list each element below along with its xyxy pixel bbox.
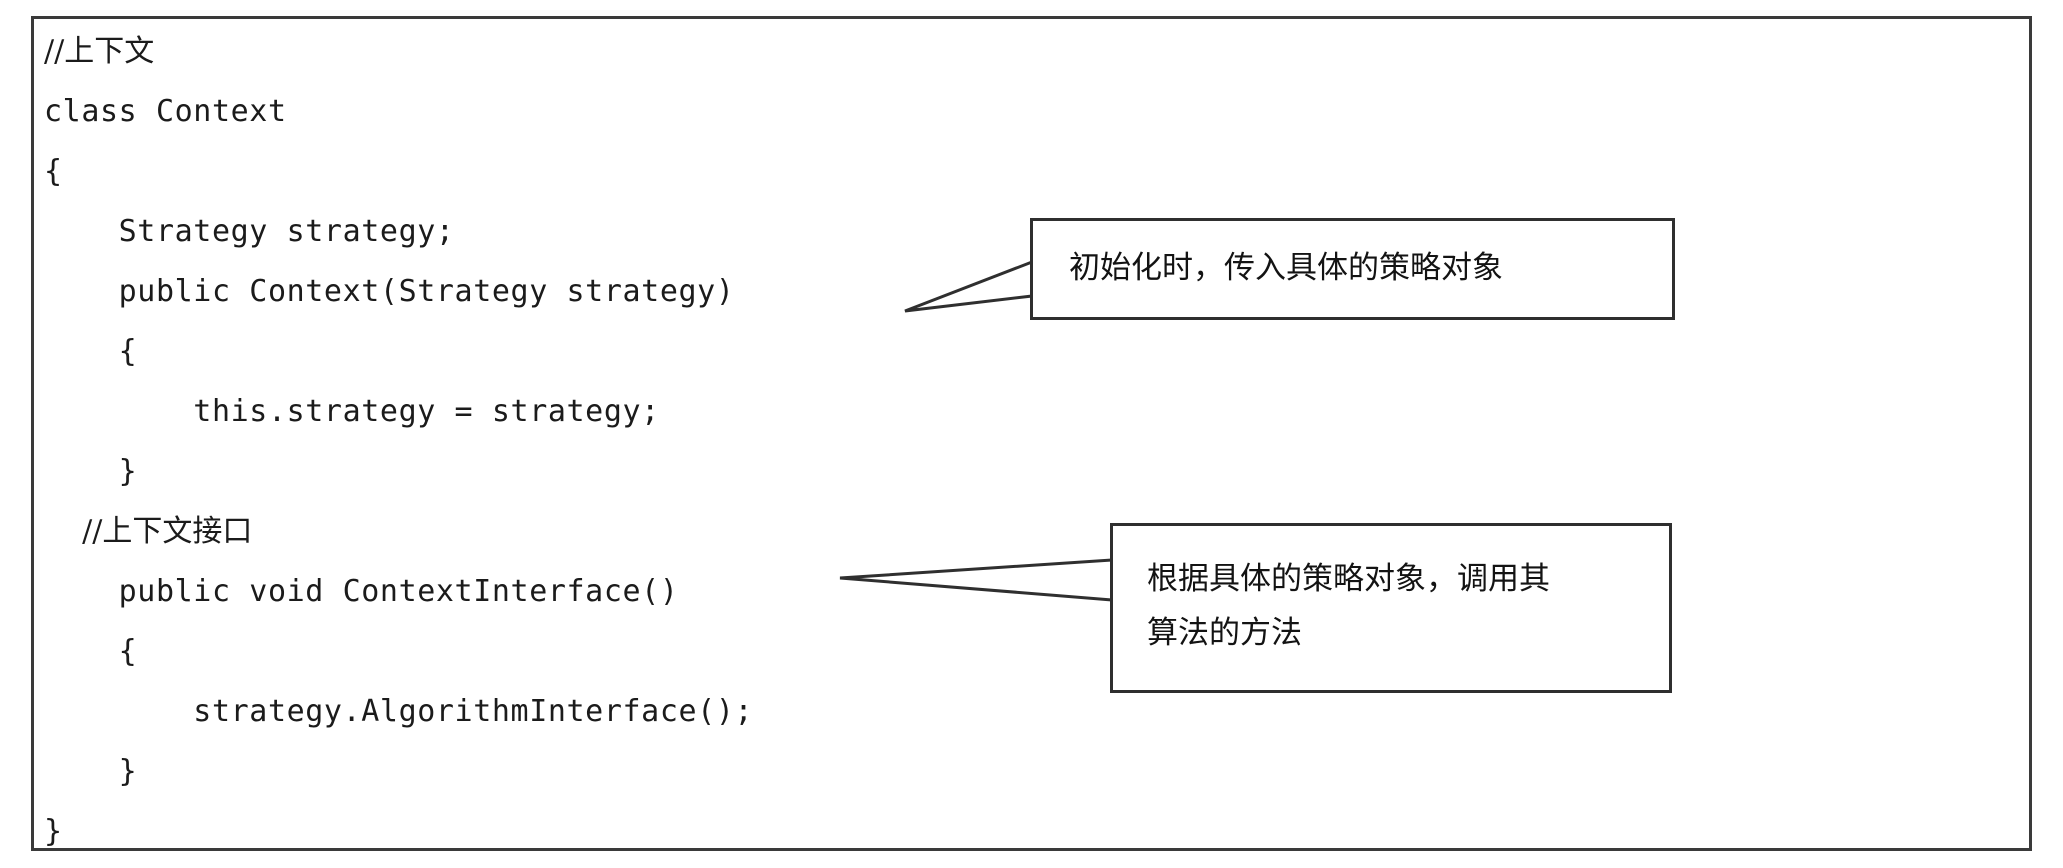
code-listing-frame (31, 16, 2032, 851)
code-line: { (44, 154, 63, 189)
code-line: public Context(Strategy strategy) (44, 274, 735, 309)
callout-box-init: 初始化时，传入具体的策略对象 (1030, 218, 1675, 320)
code-listing: //上下文 class Context { Strategy strategy;… (44, 22, 1344, 862)
code-line: } (44, 754, 138, 789)
code-line: strategy.AlgorithmInterface(); (44, 694, 754, 729)
code-line: class Context (44, 94, 287, 129)
callout-invoke-text: 根据具体的策略对象，调用其 算法的方法 (1147, 561, 1550, 651)
code-line: Strategy strategy; (44, 214, 455, 249)
code-line: { (44, 634, 138, 669)
code-line: { (44, 334, 138, 369)
code-line: //上下文接口 (44, 514, 253, 549)
callout-box-invoke: 根据具体的策略对象，调用其 算法的方法 (1110, 523, 1672, 693)
code-line: //上下文 (44, 34, 155, 69)
code-line: } (44, 814, 63, 849)
callout-init-text: 初始化时，传入具体的策略对象 (1069, 250, 1503, 286)
code-line: public void ContextInterface() (44, 574, 679, 609)
code-line: this.strategy = strategy; (44, 394, 660, 429)
code-line: } (44, 454, 138, 489)
